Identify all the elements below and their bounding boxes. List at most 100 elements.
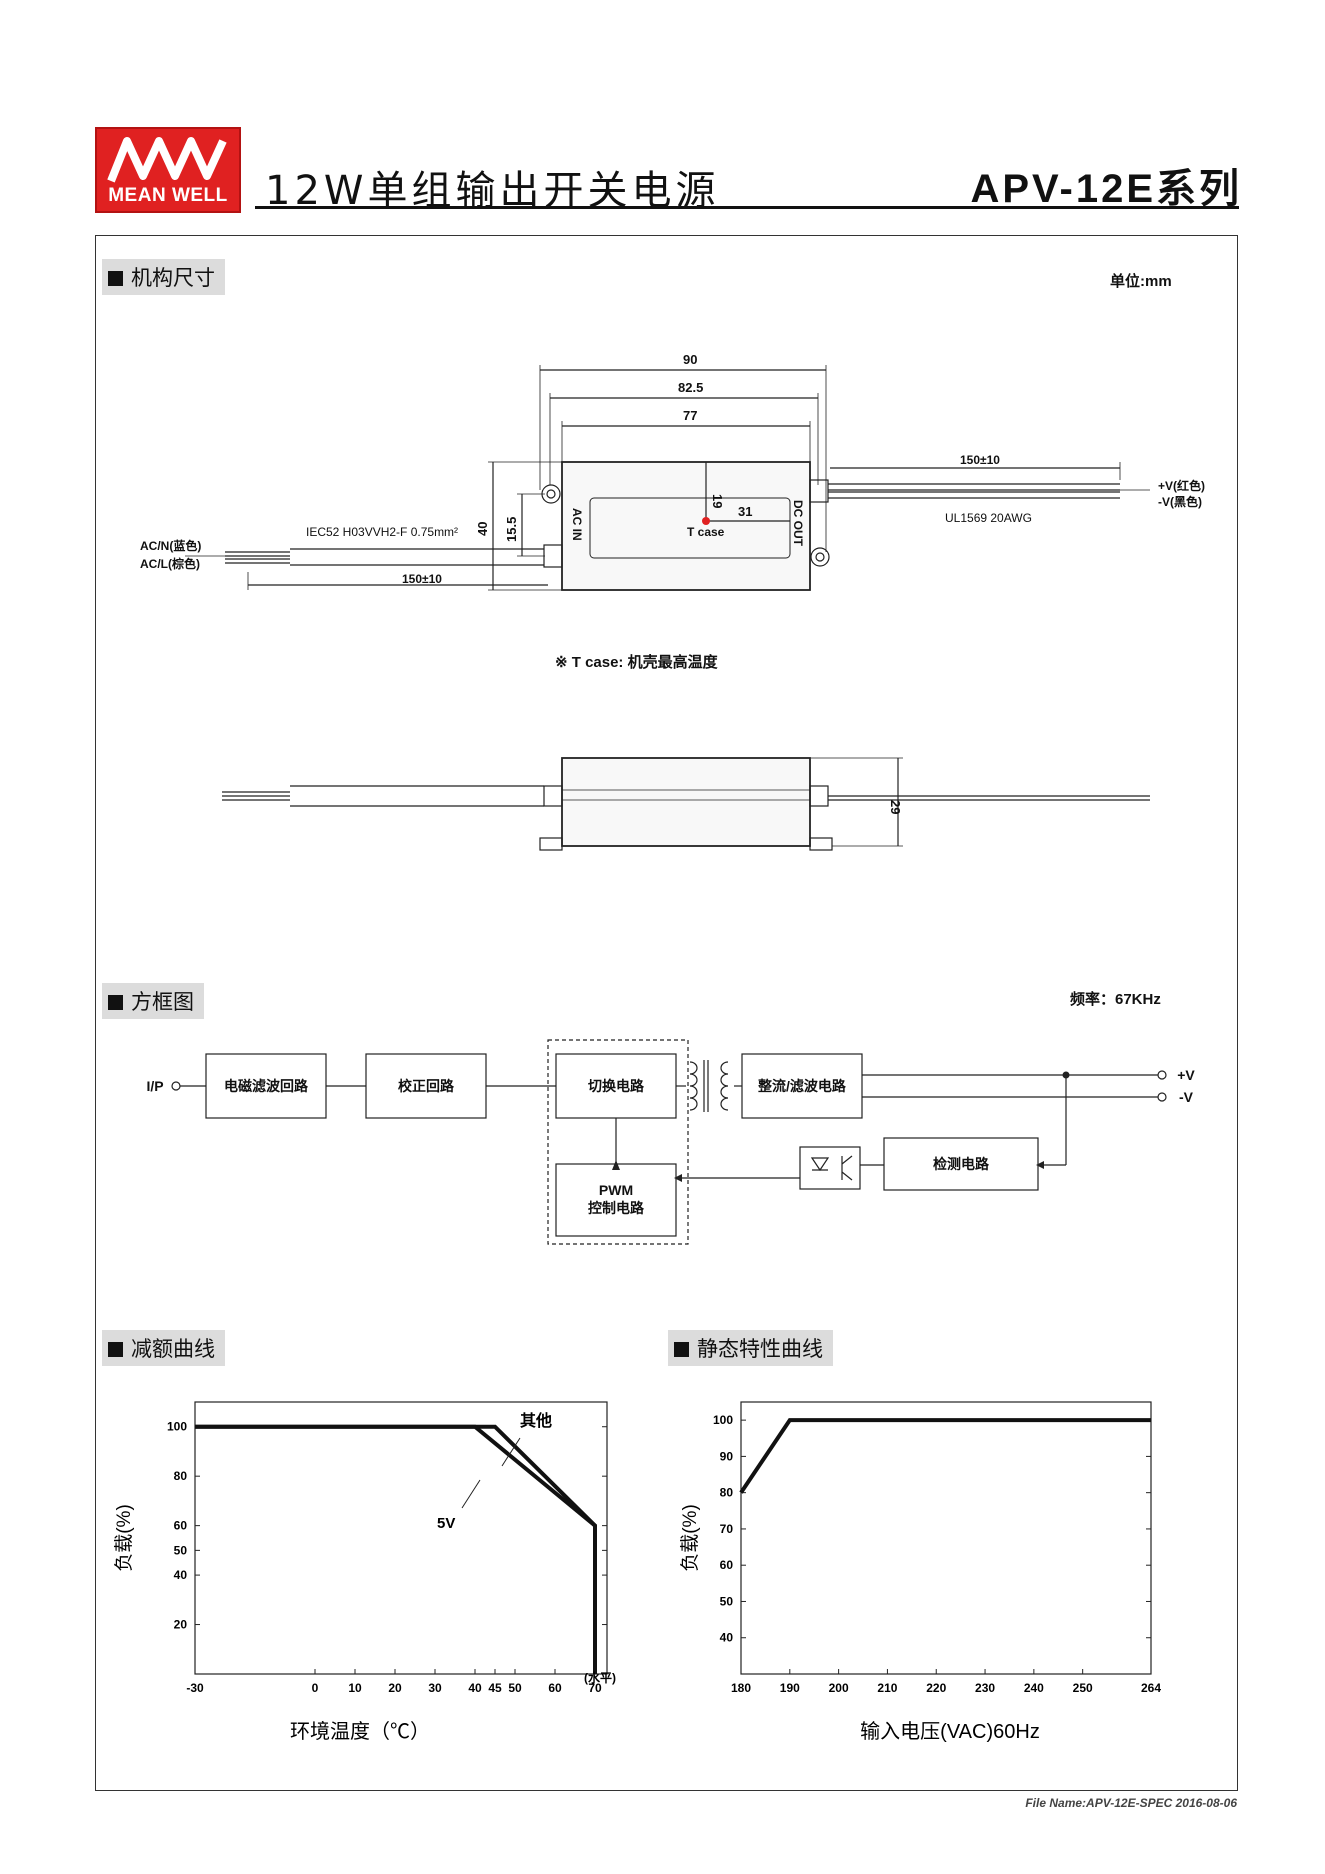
other-leader-line [501,1437,521,1467]
label-other: 其他 [520,1411,552,1430]
derating-x-tick-label: 10 [348,1681,362,1695]
primary-dashed-box [547,1039,689,1245]
static-x-tick-label: 250 [1073,1681,1093,1695]
plot-frame [194,1401,608,1675]
dc-out-label: DC OUT [791,500,805,547]
block-diagram: I/P 电磁滤波回路 校正回路 切换电路 整流/滤波电路 PWM 控制电路 检测… [146,1039,1195,1245]
out-minus-label: -V [1179,1089,1194,1105]
tcase-label: T case [687,525,725,539]
static-x-tick-label: 180 [731,1681,751,1695]
derating-x-tick-label: 45 [488,1681,502,1695]
derating-y-tick-label: 50 [174,1543,188,1557]
optocoupler-box [799,1146,861,1190]
square-bullet-icon [108,995,123,1010]
static-x-tick-label: 264 [1141,1681,1161,1695]
label-5v: 5V [437,1515,455,1532]
derating-y-tick-label: 20 [174,1618,188,1632]
static-y-tick-label: 90 [720,1449,734,1463]
arrow-up-icon [612,1160,620,1170]
y-axis-label: 负载(%) [679,1504,701,1572]
x-unit-label: (水平) [584,1670,616,1685]
detect-label: 检测电路 [933,1156,990,1172]
logo-wordmark: MEAN WELL [108,185,228,206]
gland-left [543,544,563,568]
dim-29: 29 [888,800,903,814]
arrow-left-icon [674,1174,682,1182]
cable-left-spec: IEC52 H03VVH2-F 0.75mm² [306,525,458,539]
derating-y-tick-label: 100 [167,1420,187,1434]
pwm-label-1: PWM [599,1182,633,1198]
meanwell-logo: MEAN WELL [95,127,241,213]
section-title: 减额曲线 [131,1337,215,1361]
static-y-tick-label: 50 [720,1594,734,1608]
static-x-tick-label: 220 [926,1681,946,1695]
static-x-tick-label: 230 [975,1681,995,1695]
section-title: 静态特性曲线 [697,1337,823,1361]
pfc-label: 校正回路 [398,1078,455,1094]
plot-frame [740,1401,1152,1675]
static-y-tick-label: 70 [720,1522,734,1536]
case-label-area [589,497,791,559]
switch-label: 切换电路 [588,1078,645,1094]
square-bullet-icon [108,1342,123,1357]
derating-y-tick-label: 80 [174,1469,188,1483]
dim-77: 77 [683,408,697,423]
derating-x-tick-label: 40 [468,1681,482,1695]
header-rule [255,206,1239,209]
dim-40: 40 [475,522,490,536]
acl-label: AC/L(棕色) [140,556,200,571]
emi-label: 电磁滤波回路 [224,1078,309,1094]
derating-x-tick-label: 50 [508,1681,522,1695]
static-y-tick-label: 100 [713,1413,733,1427]
static-y-tick-label: 60 [720,1558,734,1572]
cable-left-length: 150±10 [402,572,442,586]
tcase-point-marker [702,517,710,525]
transformer-secondary [720,1061,729,1111]
vminus-label: -V(黑色) [1158,494,1202,509]
vplus-label: +V(红色) [1158,478,1205,493]
square-bullet-icon [674,1342,689,1357]
section-block-diagram: 方框图 [102,983,204,1019]
static-y-tick-label: 40 [720,1631,734,1645]
arrow-left-icon [1036,1161,1044,1169]
dim-82-5: 82.5 [678,380,703,395]
unit-label: 单位:mm [1110,273,1172,290]
derating-y-tick-label: 60 [174,1519,188,1533]
frequency-label: 频率：67KHz [1070,991,1161,1008]
derating-y-tick-label: 40 [174,1568,188,1582]
section-static: 静态特性曲线 [668,1330,833,1366]
derating-x-tick-label: 20 [388,1681,402,1695]
out-plus-label: +V [1177,1067,1195,1083]
y-axis-label: 负载(%) [113,1504,135,1572]
case-side-view [561,757,811,847]
derating-x-tick-label: 0 [312,1681,319,1695]
optocoupler-diode-icon [810,1157,830,1172]
file-name-footer: File Name:APV-12E-SPEC 2016-08-06 [1025,1796,1237,1810]
rect-label: 整流/滤波电路 [757,1078,847,1094]
derating-series-line-1 [195,1424,597,1674]
derating-x-tick-label: -30 [186,1681,204,1695]
static-y-tick-label: 80 [720,1486,734,1500]
cable-right-length: 150±10 [960,453,1000,467]
section-title: 机构尺寸 [131,266,215,290]
static-x-tick-label: 200 [829,1681,849,1695]
section-mechanical: 机构尺寸 [102,259,225,295]
series-title: APV-12E系列 [970,167,1242,211]
dim-90: 90 [683,352,697,367]
fivev-leader-line [461,1479,481,1509]
pwm-label-2: 控制电路 [588,1200,645,1216]
case-top-view [561,461,811,591]
square-bullet-icon [108,271,123,286]
static-series-line-0 [739,1418,1151,1494]
x-axis-label: 环境温度（℃） [290,1720,430,1743]
static-x-tick-label: 240 [1024,1681,1044,1695]
mechanical-drawing: 90 82.5 77 19 31 T case 40 15.5 AC IN DC… [140,352,1205,851]
side-foot-right [809,837,833,851]
cable-right-spec: UL1569 20AWG [945,511,1032,525]
static-x-tick-label: 190 [780,1681,800,1695]
content-frame [95,235,1238,1791]
derating-x-tick-label: 60 [548,1681,562,1695]
dim-15-5: 15.5 [504,517,519,542]
